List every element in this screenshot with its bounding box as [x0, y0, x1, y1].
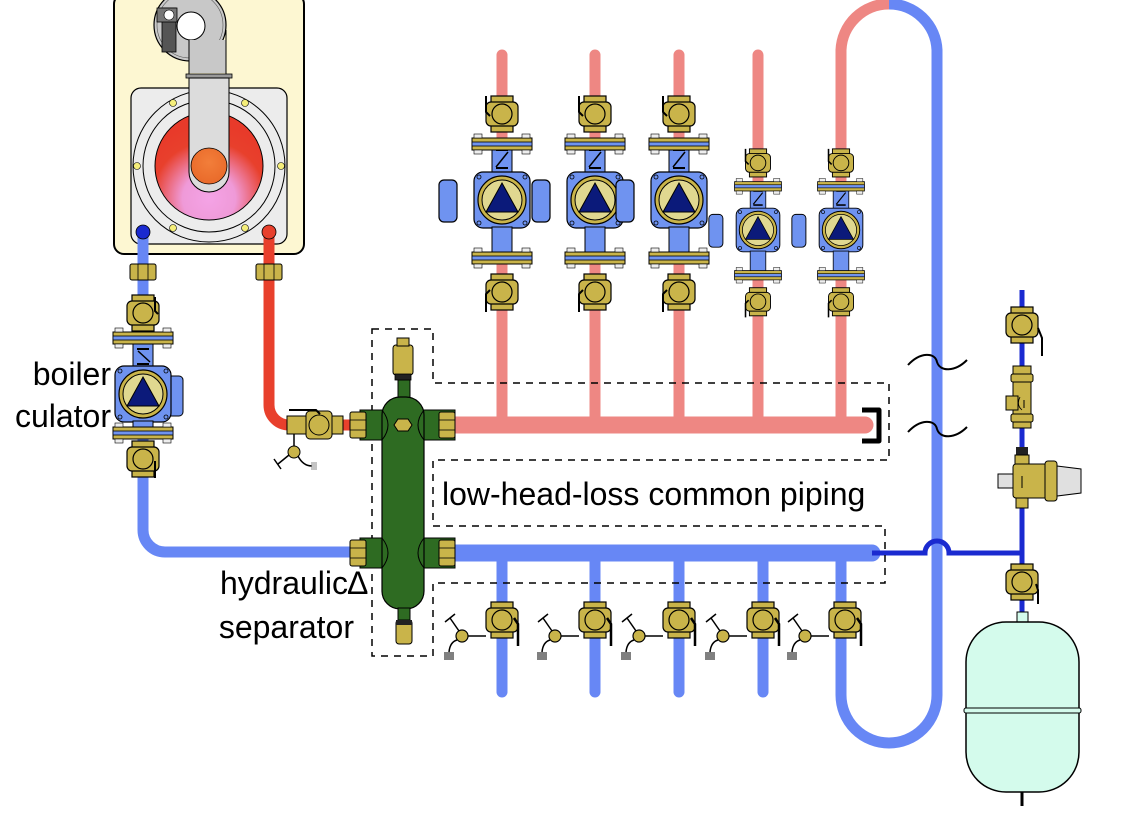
- common-piping-label: low-head-loss common piping: [442, 476, 865, 512]
- expansion-tank: [963, 611, 1082, 806]
- makeup-ball-valve-bottom: [1005, 563, 1039, 604]
- return-drain-valves: [443, 601, 863, 660]
- separator-label-line2: separator: [219, 609, 355, 645]
- boiler-supply-port: [261, 224, 277, 240]
- boiler: [113, 0, 305, 255]
- return-drain-valve-4: [704, 601, 781, 660]
- boiler-supply-ball-valve: [273, 409, 344, 470]
- zone-circulator-5: [791, 148, 865, 318]
- separator-delta-symbol: Δ: [347, 565, 368, 601]
- pipe-end-cap: [862, 407, 882, 444]
- circulator-label-line2: culator: [15, 398, 111, 434]
- zone-circulator-3: [615, 95, 710, 312]
- boiler-circulator: [112, 263, 283, 478]
- circulator-label-line1: boiler: [33, 356, 112, 392]
- boiler-supply-pipe: [263, 232, 372, 431]
- separator-label-line1: hydraulic: [220, 565, 348, 601]
- zone-circulators: [438, 95, 865, 318]
- boiler-return-port: [135, 224, 151, 240]
- return-drain-valve-2: [536, 601, 613, 660]
- zone-circulator-4: [708, 148, 782, 318]
- zone-circulator-1: [438, 95, 533, 312]
- return-drain-valve-5: [786, 601, 863, 660]
- pressure-reducing-valve: [997, 447, 1082, 509]
- common-piping-boundaries: [371, 328, 890, 657]
- makeup-water-line: [872, 290, 1025, 615]
- hydraulic-separator: [349, 337, 456, 645]
- return-drain-valve-1: [443, 601, 520, 660]
- pipe-break-symbols: [907, 353, 968, 438]
- makeup-water-assembly: [997, 306, 1082, 604]
- backflow-preventer: [1005, 365, 1034, 429]
- return-drain-valve-3: [620, 601, 697, 660]
- zone-return-loop: [835, 0, 943, 749]
- boiler-return-pipe: [137, 232, 352, 558]
- makeup-ball-valve-top: [1005, 306, 1043, 356]
- zone-circulator-2: [531, 95, 626, 312]
